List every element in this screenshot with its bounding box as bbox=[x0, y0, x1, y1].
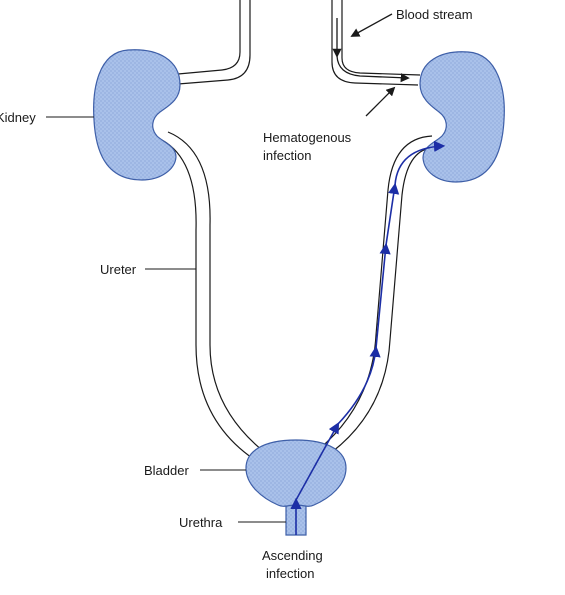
ureter-arrow-lower bbox=[337, 345, 381, 425]
bloodstream-curve-arrow bbox=[336, 55, 410, 83]
hematogenous-label-line1: Hematogenous bbox=[263, 130, 352, 145]
leader-lines bbox=[46, 116, 286, 523]
right-ureter-outer bbox=[317, 135, 433, 451]
right-vessel-inner bbox=[341, 0, 421, 76]
blood-stream-pointer bbox=[350, 13, 393, 37]
hematogenous-pointer bbox=[365, 86, 396, 117]
kidney-entry-arrow bbox=[394, 140, 446, 186]
ureter-label: Ureter bbox=[100, 262, 137, 277]
ureter-arrow-middle bbox=[375, 242, 391, 349]
right-vessel-outer bbox=[331, 0, 419, 86]
bloodstream-arrows bbox=[332, 13, 410, 117]
blood-stream-label: Blood stream bbox=[396, 7, 473, 22]
ascending-label-line1: Ascending bbox=[262, 548, 323, 563]
urethra-label: Urethra bbox=[179, 515, 223, 530]
great-vessels bbox=[177, 0, 421, 86]
right-kidney bbox=[419, 51, 505, 183]
ascending-label-line2: infection bbox=[266, 566, 314, 581]
right-ureter-inner bbox=[331, 147, 433, 453]
left-kidney bbox=[93, 49, 181, 181]
left-vessel-outer bbox=[177, 0, 251, 85]
hematogenous-label-line2: infection bbox=[263, 148, 311, 163]
left-ureter-inner bbox=[167, 131, 269, 456]
left-vessel-inner bbox=[177, 0, 241, 75]
bladder-label: Bladder bbox=[144, 463, 189, 478]
left-ureter-outer bbox=[161, 139, 256, 461]
ascending-infection-path bbox=[290, 140, 446, 535]
bladder-arrow bbox=[295, 422, 340, 501]
kidney-label: Kidney bbox=[0, 110, 36, 125]
ureter-arrow-upper bbox=[385, 182, 400, 246]
ureters bbox=[161, 131, 433, 461]
bladder bbox=[245, 439, 347, 507]
